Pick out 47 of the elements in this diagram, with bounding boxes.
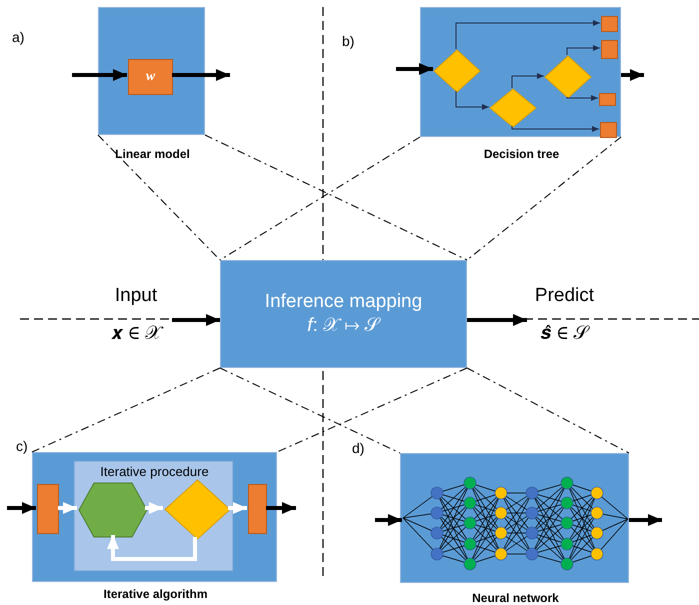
arrow <box>145 502 163 514</box>
projection-line <box>466 368 630 454</box>
arrow <box>512 73 544 88</box>
arrow <box>629 514 662 526</box>
arrow <box>7 502 36 514</box>
output-formula: 𝒔̂ ∈ 𝒮 <box>540 322 588 346</box>
arrow <box>58 502 77 514</box>
arrow <box>566 45 600 56</box>
arrow <box>107 535 197 561</box>
panel-caption: Neural network <box>471 591 560 605</box>
panel-letter: a) <box>12 29 24 45</box>
projection-line <box>32 368 220 452</box>
panel-letter: b) <box>342 33 354 49</box>
input-formula: 𝒙 ∈ 𝒳 <box>111 322 161 346</box>
output-label: Predict <box>534 284 594 308</box>
arrow <box>456 90 490 110</box>
panel-letter: d) <box>352 440 364 456</box>
arrow <box>396 63 433 75</box>
arrow <box>266 502 296 514</box>
arrow <box>621 69 644 81</box>
box-title: Inference mapping <box>264 290 422 314</box>
projection-line <box>276 368 468 452</box>
arrow <box>172 314 220 326</box>
panel-caption: Iterative algorithm <box>102 587 209 602</box>
input-label: Input <box>114 284 158 308</box>
panel-title: Iterative procedure <box>99 464 210 480</box>
projection-line <box>220 136 420 260</box>
arrow <box>375 514 402 526</box>
weight-symbol: w <box>146 68 156 86</box>
panel-caption: Decision tree <box>482 147 560 162</box>
arrow <box>228 502 247 514</box>
projection-line <box>466 136 622 260</box>
weight-box <box>128 59 173 95</box>
arrow <box>512 126 600 132</box>
panel-caption: Linear model <box>114 147 191 162</box>
arrow <box>172 69 230 81</box>
mapping-box <box>220 260 467 368</box>
projection-line <box>220 368 400 454</box>
mapping-formula: f: 𝒳 ↦ 𝒮 <box>307 314 380 338</box>
arrow <box>72 69 127 81</box>
arrow <box>456 20 600 50</box>
panel-letter: c) <box>16 438 28 454</box>
projection-line <box>98 134 220 260</box>
arrow <box>467 314 527 326</box>
procedure-panel <box>74 461 233 571</box>
arrow <box>566 95 598 101</box>
projection-line <box>204 134 468 260</box>
